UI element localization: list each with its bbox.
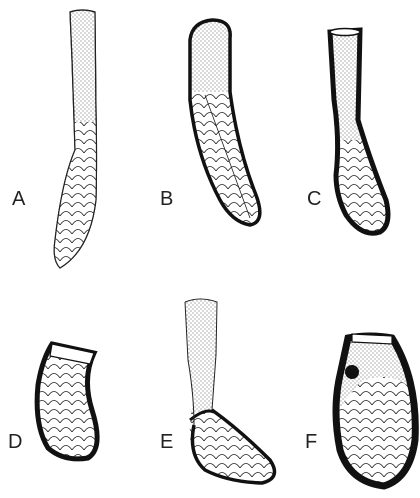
panel-a: A bbox=[12, 10, 110, 282]
panel-c-label: C bbox=[307, 188, 321, 210]
panel-d: D bbox=[8, 344, 97, 459]
panel-e: E bbox=[160, 299, 290, 492]
panel-f: F bbox=[305, 334, 420, 498]
panel-b: B bbox=[160, 20, 272, 232]
panel-b-label: B bbox=[160, 188, 173, 210]
panel-f-label: F bbox=[305, 431, 317, 453]
panel-a-label: A bbox=[12, 188, 26, 210]
panel-e-label: E bbox=[160, 431, 173, 453]
panel-c: C bbox=[307, 29, 396, 241]
panel-d-label: D bbox=[8, 431, 22, 453]
